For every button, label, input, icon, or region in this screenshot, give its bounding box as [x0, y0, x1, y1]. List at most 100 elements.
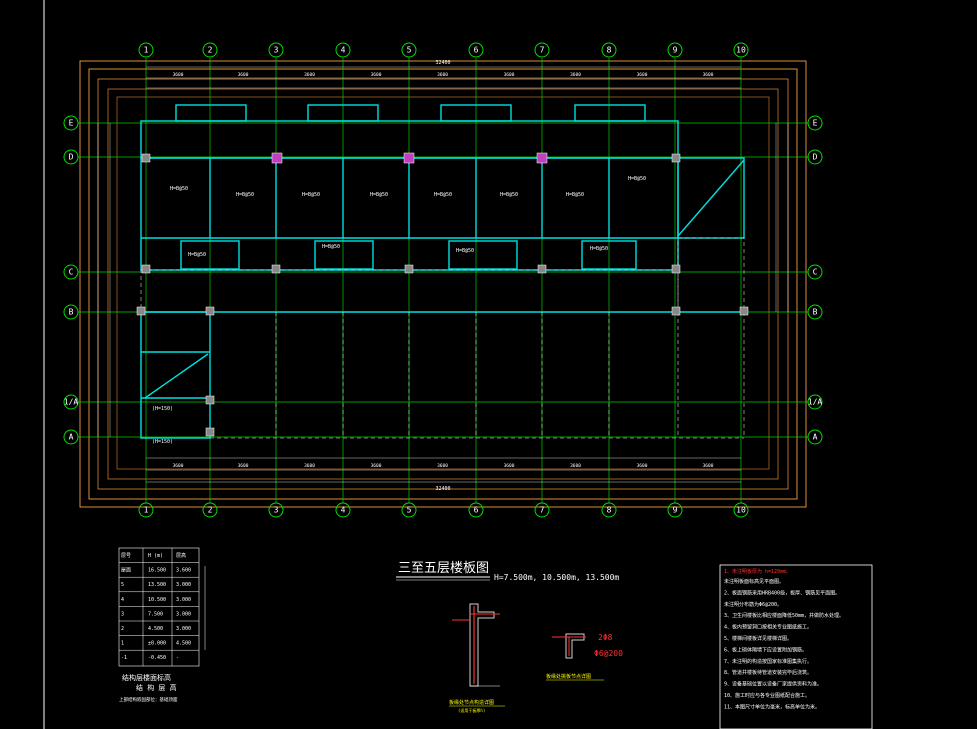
- level-table-cell: 1: [121, 641, 124, 647]
- overall-dimension: 32400: [435, 60, 450, 66]
- svg-text:H=B@50: H=B@50: [236, 192, 254, 198]
- row-axis-label: E: [69, 119, 74, 128]
- row-axis-bubble: [63, 394, 79, 410]
- column-axis-bubble: [534, 42, 550, 58]
- column-axis-label: 4: [341, 506, 346, 515]
- row-axis-bubble: [63, 264, 79, 280]
- detail-2-label: 板缘处挑板节点详图: [546, 673, 591, 680]
- column-axis-bubble: [335, 42, 351, 58]
- row-axis-label: D: [813, 153, 818, 162]
- level-table-cell: 4.500: [148, 626, 163, 632]
- bay-dimension: 3600: [304, 463, 315, 469]
- bay-dimension: 3600: [173, 72, 184, 78]
- column-axis-bubble: [534, 502, 550, 518]
- svg-text:H=B@50: H=B@50: [370, 192, 388, 198]
- bay-dimension: 3600: [703, 463, 714, 469]
- level-table-cell: 4: [121, 597, 124, 603]
- column-axis-bubble: [733, 42, 749, 58]
- detail-1-label: 板缘处节点构造详图: [449, 699, 494, 706]
- column-axis-label: 6: [474, 46, 479, 55]
- svg-text:H=B@50: H=B@50: [302, 192, 320, 198]
- column-axis-bubble: [335, 502, 351, 518]
- detail-2-rebar-1: 2Φ8: [598, 633, 613, 642]
- note-item: 11、本图尺寸单位为毫米，标高单位为米。: [724, 703, 820, 710]
- svg-text:H=B@50: H=B@50: [322, 244, 340, 250]
- level-table-cell: 13.500: [148, 582, 166, 588]
- note-item: 未注明分布筋为Φ6@200。: [724, 601, 782, 608]
- row-axis-label: B: [69, 308, 74, 317]
- column-axis-label: 5: [407, 46, 412, 55]
- column-axis-label: 1: [144, 46, 149, 55]
- foundation-outline: [79, 60, 807, 508]
- svg-text:(H=150): (H=150): [152, 406, 173, 412]
- column-axis-bubble: [667, 42, 683, 58]
- column-axis-bubble: [667, 502, 683, 518]
- level-table-cell: 3.000: [176, 626, 191, 632]
- level-table-cell: 3: [121, 611, 124, 617]
- svg-text:H=B@50: H=B@50: [590, 246, 608, 252]
- column-axis-bubble: [202, 502, 218, 518]
- drawing-title: 三至五层楼板图 H=7.500m, 10.500m, 13.500m: [396, 561, 619, 582]
- row-axis-label: 1/A: [808, 398, 823, 407]
- axis-grid-lines: [78, 58, 808, 503]
- column-axis-label: 9: [673, 46, 678, 55]
- level-table-header: 层号: [121, 553, 131, 559]
- level-table-cell: 3.000: [176, 597, 191, 603]
- level-table-header: H (m): [148, 553, 163, 559]
- detail-cantilever: 2Φ8 Φ6@200 板缘处挑板节点详图: [546, 633, 623, 681]
- note-item: 未注明板面标高见平面图。: [724, 578, 784, 585]
- svg-text:H=B@50: H=B@50: [456, 248, 474, 254]
- level-table-cell: 2: [121, 626, 124, 632]
- column-axis-bubble: [468, 42, 484, 58]
- detail-2-rebar-2: Φ6@200: [594, 649, 623, 658]
- bay-dimension: 3600: [173, 463, 184, 469]
- column-axis-label: 2: [208, 506, 213, 515]
- column-axis-label: 8: [607, 46, 612, 55]
- svg-text:H=B@50: H=B@50: [566, 192, 584, 198]
- row-axis-label: E: [813, 119, 818, 128]
- column-axis-label: 3: [274, 506, 279, 515]
- detail-1-sub: (适用于板厚h): [458, 707, 485, 713]
- row-axis-label: A: [69, 433, 74, 442]
- column-axis-bubble: [601, 42, 617, 58]
- svg-text:H=B@50: H=B@50: [500, 192, 518, 198]
- level-table-cell: -1: [121, 655, 127, 661]
- level-table-cell: 3.000: [176, 611, 191, 617]
- note-item: 8、管道井楼板待管道安装完毕后浇筑。: [724, 669, 812, 676]
- bay-dimension: 3600: [437, 72, 448, 78]
- bay-dimension: 3600: [437, 463, 448, 469]
- general-notes: 1、未注明板厚为 h=120mm。 未注明板面标高见平面图。2、板面钢筋采用HR…: [719, 564, 873, 729]
- note-item: 5、楼梯间楼板详见楼梯详图。: [724, 635, 792, 642]
- column-axis-label: 3: [274, 46, 279, 55]
- notes-title: 1、未注明板厚为 h=120mm。: [724, 568, 791, 575]
- level-table-cell: ±0.000: [148, 641, 166, 647]
- row-axis-bubble: [807, 429, 823, 445]
- level-table-cell: -0.450: [148, 655, 166, 661]
- bay-dimension: 3600: [371, 72, 382, 78]
- column-axis-label: 10: [736, 506, 746, 515]
- column-axis-bubble: [268, 42, 284, 58]
- column-axis-bubble: [401, 502, 417, 518]
- bay-dimension: 3600: [570, 72, 581, 78]
- elevation-note: H=7.500m, 10.500m, 13.500m: [494, 573, 619, 582]
- plan-title: 三至五层楼板图: [398, 561, 489, 576]
- row-axis-label: B: [813, 308, 818, 317]
- level-table-cell: 屋面: [121, 568, 131, 574]
- level-table-cell: 10.500: [148, 597, 166, 603]
- row-axis-bubble: [63, 115, 79, 131]
- dimension-chains: 3600360036003600360036003600360036003600…: [97, 60, 789, 492]
- column-axis-label: 10: [736, 46, 746, 55]
- column-axis-bubble: [268, 502, 284, 518]
- level-table-cell: 5: [121, 582, 124, 588]
- column-axis-bubble: [138, 42, 154, 58]
- overall-dimension: 32400: [435, 486, 450, 492]
- svg-text:H=B@50: H=B@50: [188, 252, 206, 258]
- note-item: 3、卫生间楼板比相应楼面降低50mm，并做防水处理。: [724, 612, 844, 619]
- level-table-cell: 3.000: [176, 582, 191, 588]
- bay-dimension: 3600: [637, 72, 648, 78]
- note-item: 10、施工时应与各专业图纸配合施工。: [724, 692, 810, 699]
- level-table-title-1: 结构层楼面标高: [122, 673, 171, 682]
